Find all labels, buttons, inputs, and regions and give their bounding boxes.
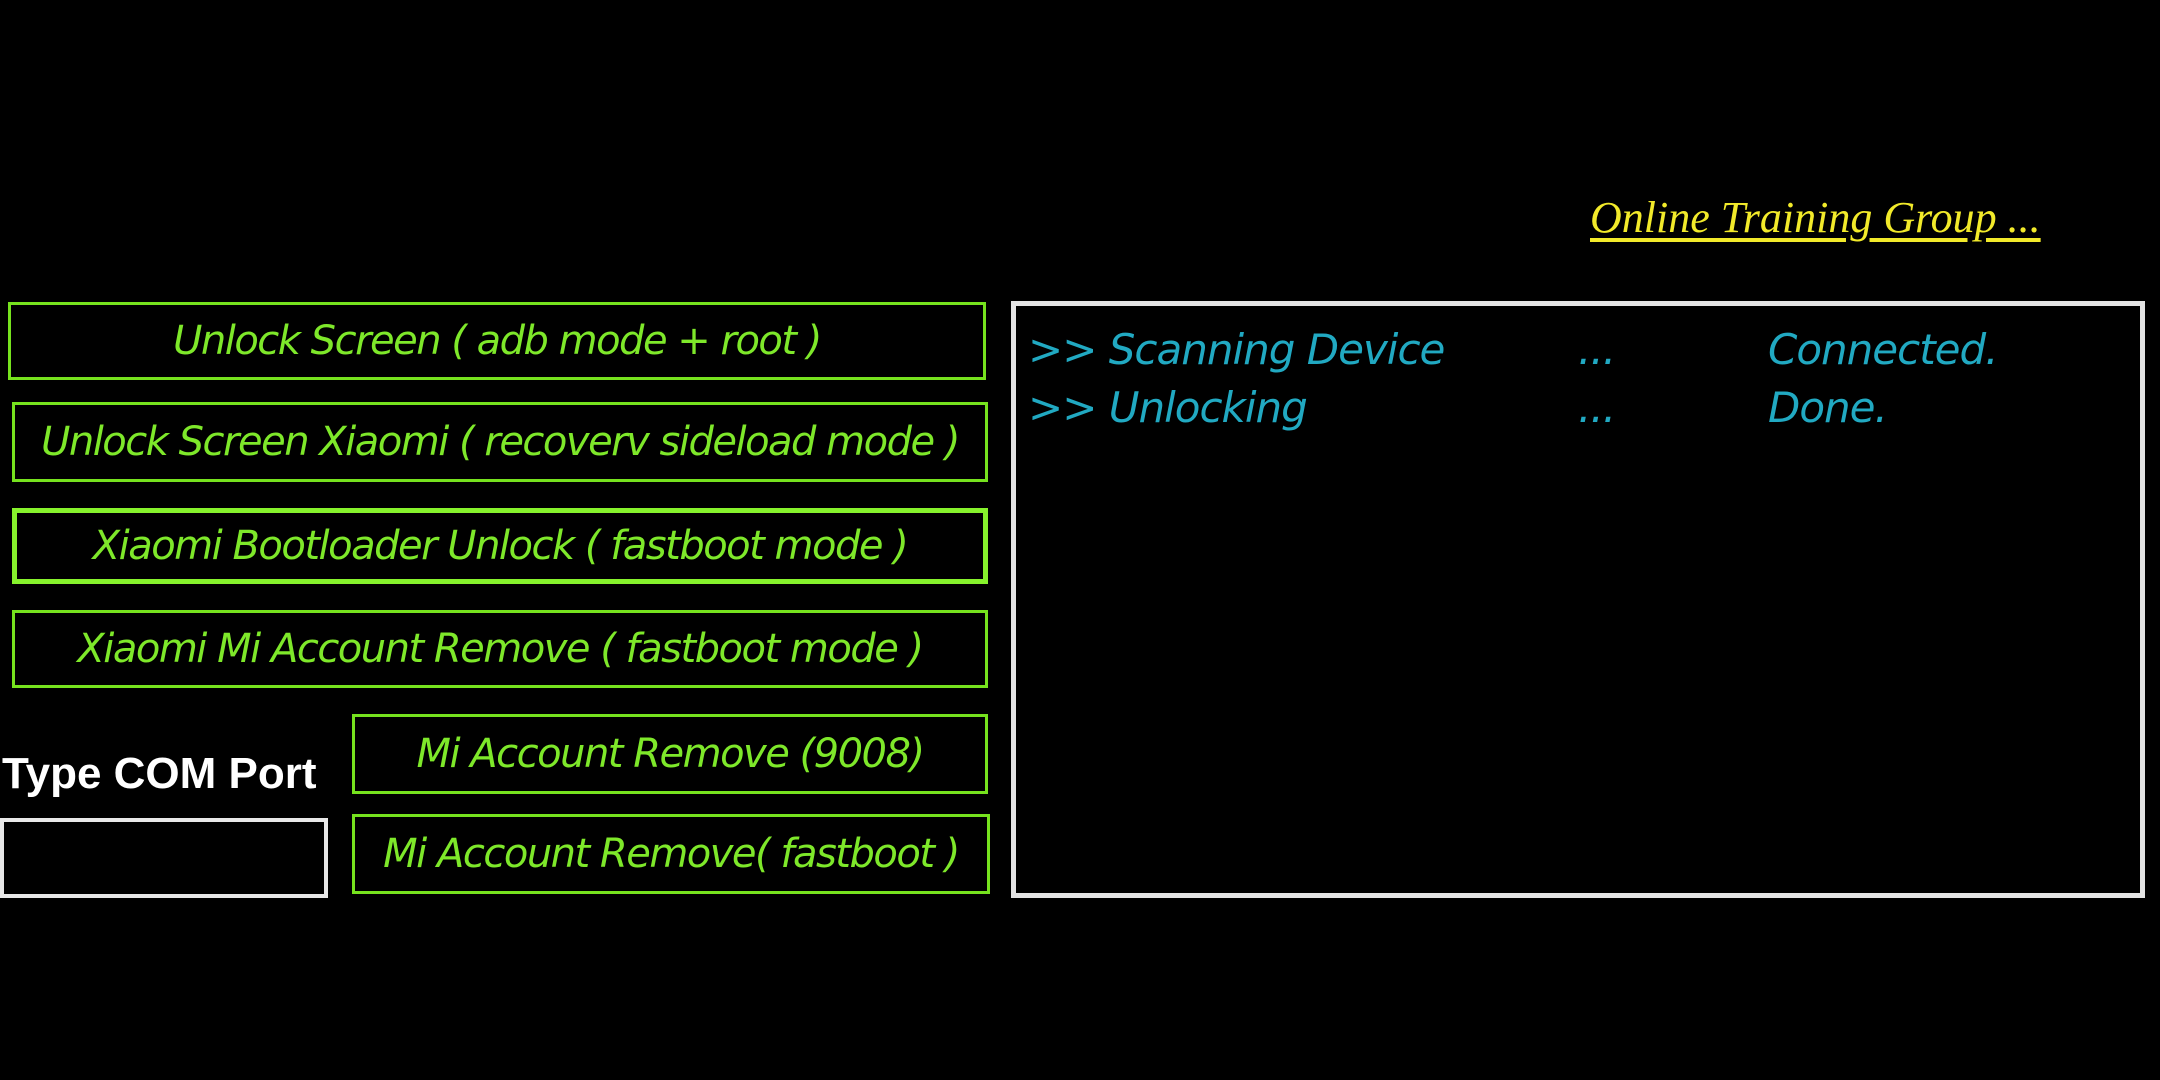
com-port-input[interactable] xyxy=(0,818,328,898)
mi-account-remove-9008-button[interactable]: Mi Account Remove (9008) xyxy=(352,714,988,794)
log-line-prefix: >> Scanning Device xyxy=(1028,325,1445,374)
unlock-screen-adb-button[interactable]: Unlock Screen ( adb mode + root ) xyxy=(8,302,986,380)
log-output-panel[interactable]: >> Scanning Device ... Connected. >> Unl… xyxy=(1011,301,2145,898)
log-line-status: Done. xyxy=(1768,383,1888,432)
unlock-screen-xiaomi-sideload-button[interactable]: Unlock Screen Xiaomi ( recoverv sideload… xyxy=(12,402,988,482)
log-line: >> Unlocking ... Done. xyxy=(1016,380,2140,436)
log-line: >> Scanning Device ... Connected. xyxy=(1016,322,2140,378)
online-training-group-link[interactable]: Online Training Group ... xyxy=(1590,193,2041,242)
xiaomi-mi-account-remove-fastboot-mode-button[interactable]: Xiaomi Mi Account Remove ( fastboot mode… xyxy=(12,610,988,688)
mi-account-remove-fastboot-button[interactable]: Mi Account Remove( fastboot ) xyxy=(352,814,990,894)
log-line-dots: ... xyxy=(1578,325,1616,374)
log-line-prefix: >> Unlocking xyxy=(1028,383,1308,432)
com-port-label: Type COM Port xyxy=(2,749,317,798)
log-line-status: Connected. xyxy=(1768,325,1999,374)
xiaomi-bootloader-unlock-button[interactable]: Xiaomi Bootloader Unlock ( fastboot mode… xyxy=(12,508,988,584)
log-line-dots: ... xyxy=(1578,383,1616,432)
